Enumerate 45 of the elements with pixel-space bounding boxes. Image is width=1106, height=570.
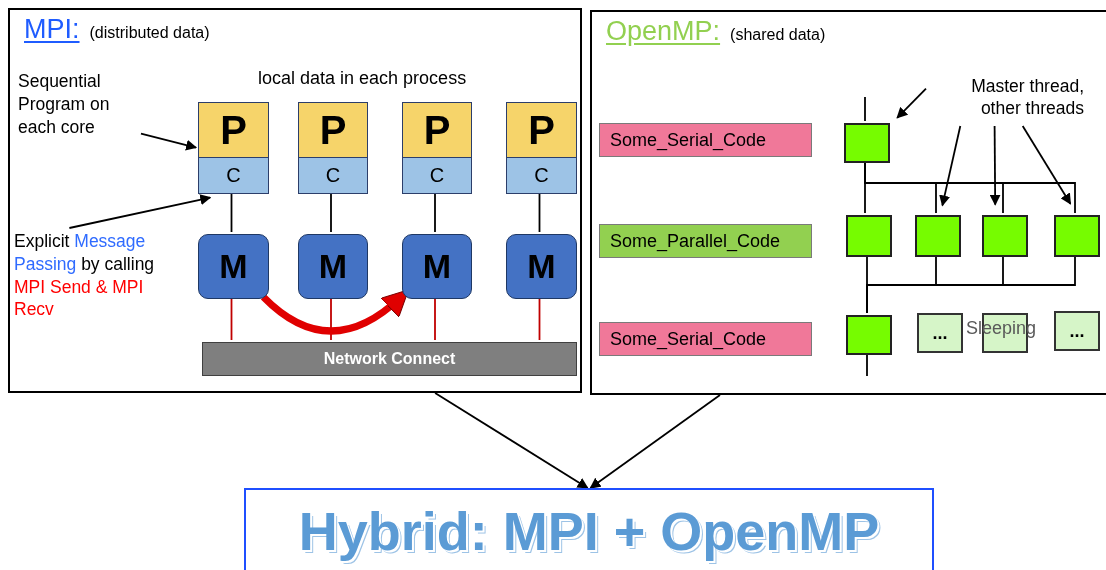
title-box — [244, 488, 934, 570]
process-box: P — [506, 102, 577, 158]
process-box: P — [298, 102, 368, 158]
caption-text: local data in each process — [258, 68, 467, 89]
cache-box: C — [506, 157, 577, 194]
panel-subtitle: (shared data) — [730, 26, 826, 44]
cache-box: C — [198, 157, 269, 194]
title-text: Hybrid: MPI + OpenMP — [298, 500, 880, 562]
memory-box: M — [298, 234, 368, 299]
arrow — [434, 392, 589, 489]
sleeping-thread-box: ... — [1054, 311, 1100, 351]
annotation-text: Sequential Program on each core — [18, 70, 143, 139]
annotation-text: Explicit Message Passing by calling MPI Send & MPI Recv — [14, 230, 178, 321]
arrow — [140, 132, 198, 151]
annotation-text: Master thread, other threads — [928, 76, 1084, 120]
process-box: P — [402, 102, 472, 158]
code-block: Some_Parallel_Code — [599, 224, 812, 258]
connector-line — [864, 96, 866, 122]
memory-box: M — [506, 234, 577, 299]
memory-box: M — [402, 234, 472, 299]
thread-box — [844, 123, 890, 163]
thread-box — [846, 315, 892, 355]
memory-box: M — [198, 234, 269, 299]
panel — [8, 8, 582, 393]
thread-box — [982, 215, 1028, 257]
thread-box — [915, 215, 961, 257]
process-box: P — [198, 102, 269, 158]
panel-heading: MPI: — [24, 14, 80, 45]
cache-box: C — [298, 157, 368, 194]
panel-heading: OpenMP: — [606, 16, 721, 47]
code-block: Some_Serial_Code — [599, 322, 812, 356]
panel — [590, 10, 1106, 395]
sleeping-thread-box: ... — [917, 313, 963, 353]
network-bar: Network Connect — [202, 342, 577, 376]
arrow — [589, 394, 721, 489]
arrow — [939, 125, 962, 207]
cache-box: C — [402, 157, 472, 194]
arrow — [68, 194, 212, 229]
thread-box — [846, 215, 892, 257]
arrow — [1021, 125, 1072, 205]
arrow — [896, 87, 927, 119]
arrow — [989, 125, 1001, 206]
code-block: Some_Serial_Code — [599, 123, 812, 157]
panel-subtitle: (distributed data) — [89, 24, 210, 42]
thread-box — [1054, 215, 1100, 257]
